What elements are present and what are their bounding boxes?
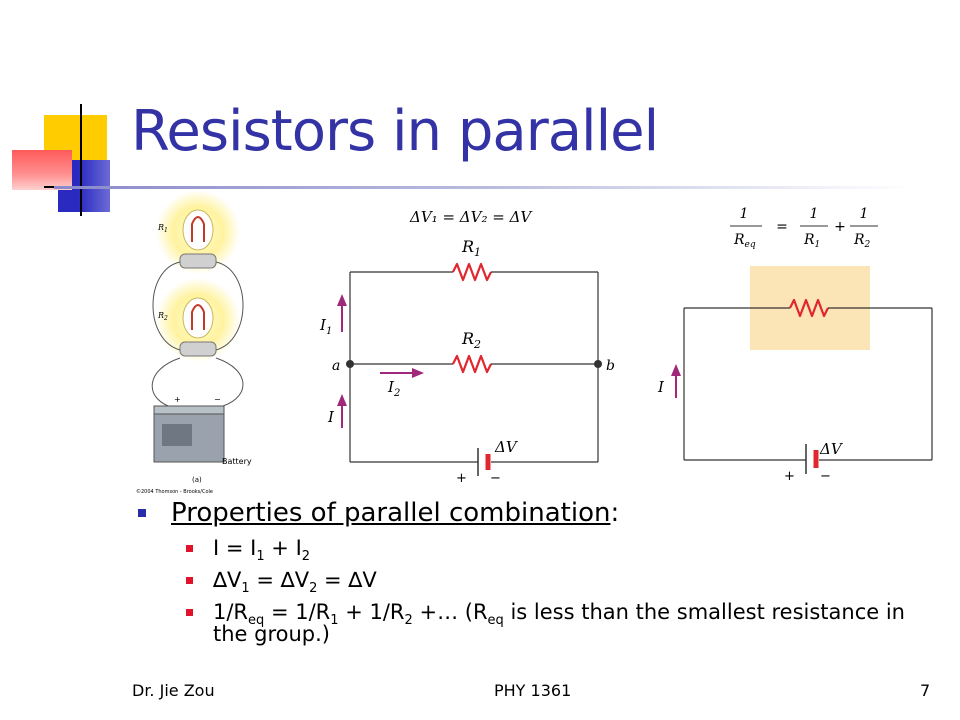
current-i1-arrow — [337, 294, 347, 306]
voltage-equality: ΔV₁ = ΔV₂ = ΔV — [409, 208, 533, 226]
svg-text:−: − — [490, 471, 501, 486]
footer-page-number: 7 — [920, 681, 931, 700]
battery-panel — [162, 424, 192, 446]
equivalent-circuit-diagram: 1 Req = 1 R1 + 1 R2 ΔV + − I — [657, 206, 933, 484]
svg-text:R1: R1 — [461, 237, 481, 259]
svg-text:−: − — [214, 395, 221, 404]
svg-text:+: + — [456, 471, 467, 486]
svg-text:I: I — [327, 408, 335, 426]
svg-text:+: + — [784, 469, 795, 484]
properties-list: Properties of parallel combination: I = … — [138, 496, 938, 645]
svg-text:Battery: Battery — [222, 457, 252, 466]
current-i-arrow — [337, 394, 347, 406]
parallel-circuit-diagram: ΔV₁ = ΔV₂ = ΔV R1 R2 ΔV + − a b I1 I I2 — [319, 208, 615, 486]
svg-text:1: 1 — [810, 206, 819, 222]
footer-course: PHY 1361 — [494, 681, 572, 700]
battery-top — [153, 405, 225, 415]
bulb-1 — [182, 209, 214, 251]
title-underline — [54, 186, 914, 189]
current-i-arrow — [671, 364, 681, 376]
main-bullet: Properties of parallel combination: — [138, 496, 938, 530]
wire-battery-pos — [215, 357, 244, 409]
resistor-r2 — [452, 354, 492, 374]
svg-text:I2: I2 — [387, 378, 400, 399]
main-bullet-text: Properties of parallel combination — [171, 498, 611, 528]
sub-bullet-voltage: ∆V1 = ∆V2 = ∆V — [186, 569, 938, 595]
slide-title: Resistors in parallel — [131, 99, 659, 164]
svg-text:I1: I1 — [319, 316, 332, 337]
sub-bullet-resistance: 1/Req = 1/R1 + 1/R2 +… (Req is less than… — [186, 601, 938, 645]
svg-text:a: a — [332, 358, 340, 374]
bullet-marker — [138, 509, 146, 517]
filament-1 — [191, 216, 205, 242]
svg-text:R2: R2 — [853, 232, 871, 250]
decor-red-square — [12, 150, 72, 190]
filament-2 — [191, 304, 205, 330]
bulb-2 — [182, 297, 214, 339]
sub-bullet-current: I = I1 + I2 — [186, 537, 938, 563]
socket-1 — [179, 253, 217, 269]
node-a — [346, 360, 354, 368]
svg-text:ΔV: ΔV — [819, 440, 844, 458]
svg-text:1: 1 — [860, 206, 869, 222]
wire-left — [152, 261, 181, 351]
node-b — [594, 360, 602, 368]
svg-text:+: + — [174, 395, 181, 404]
decor-vertical-line — [80, 104, 82, 216]
wire-right — [215, 261, 244, 351]
parallel-bulbs-figure: R1 R2 + − Battery (a) ©2004 Thomson - Br… — [136, 190, 252, 495]
wire-battery-neg — [151, 357, 181, 409]
svg-text:R2: R2 — [461, 329, 481, 351]
svg-text:R1: R1 — [803, 232, 820, 250]
svg-text:=: = — [776, 219, 788, 235]
bullet-marker — [186, 545, 193, 552]
svg-text:−: − — [820, 469, 831, 484]
svg-text:ΔV: ΔV — [494, 438, 519, 456]
svg-text:©2004 Thomson - Brooks/Cole: ©2004 Thomson - Brooks/Cole — [136, 488, 213, 495]
svg-text:b: b — [606, 358, 615, 374]
svg-text:(a): (a) — [192, 476, 202, 484]
resistor-r1 — [452, 262, 492, 282]
footer-author: Dr. Jie Zou — [132, 681, 215, 700]
svg-text:1: 1 — [740, 206, 749, 222]
bullet-marker — [186, 577, 193, 584]
socket-2 — [179, 341, 217, 357]
svg-text:Req: Req — [733, 232, 756, 250]
svg-text:R2: R2 — [157, 311, 168, 322]
resistor-req — [789, 298, 829, 318]
svg-text:R1: R1 — [157, 223, 168, 234]
bullet-marker — [186, 609, 193, 616]
svg-text:+: + — [834, 219, 846, 235]
current-i2-arrow — [412, 368, 424, 378]
svg-text:I: I — [657, 378, 665, 396]
